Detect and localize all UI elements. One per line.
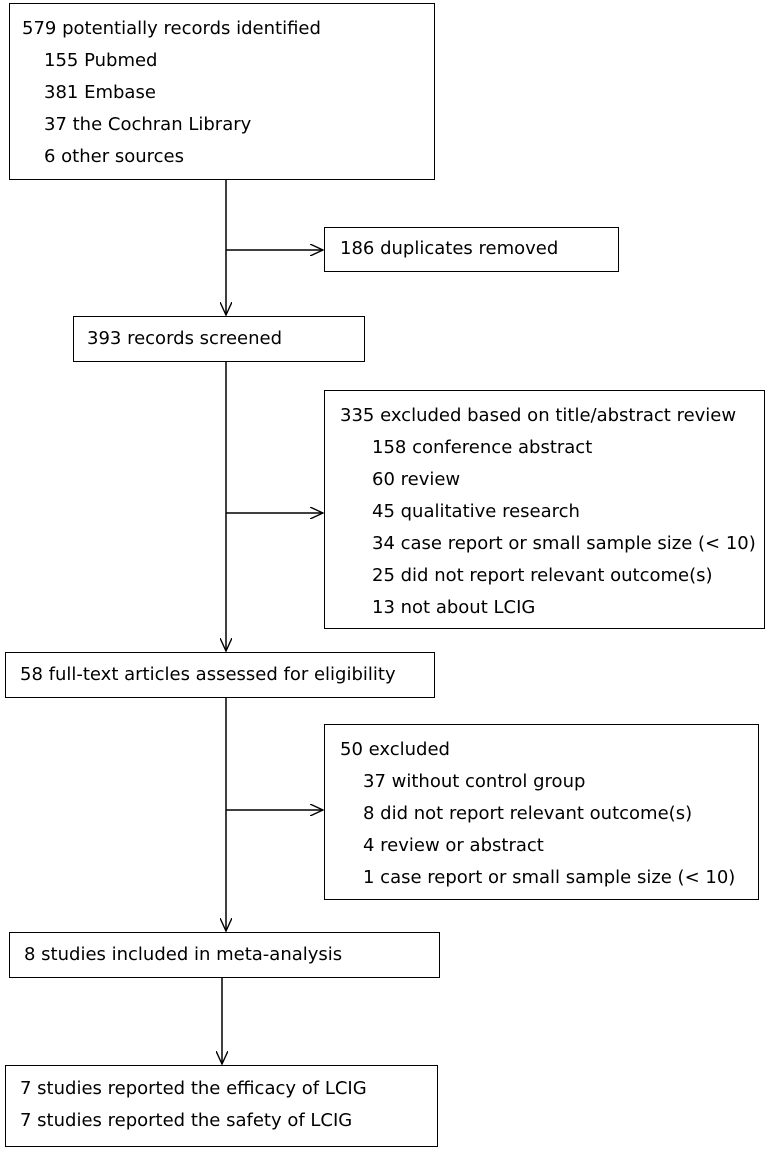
excluded-fulltext-header: 50 excluded: [340, 739, 450, 760]
reported-item: 7 studies reported the safety of LCIG: [20, 1110, 353, 1131]
exclusion-reason: 8 did not report relevant outcome(s): [363, 803, 693, 824]
exclusion-reason: 158 conference abstract: [372, 437, 593, 458]
exclusion-reason: 37 without control group: [363, 771, 586, 792]
screened-text: 393 records screened: [87, 328, 283, 349]
exclusion-reason: 25 did not report relevant outcome(s): [372, 565, 713, 586]
excluded-fulltext-box: 50 excluded 37 without control group 8 d…: [324, 724, 759, 900]
exclusion-reason: 45 qualitative research: [372, 501, 580, 522]
exclusion-reason: 34 case report or small sample size (< 1…: [372, 533, 756, 554]
identification-header: 579 potentially records identified: [22, 18, 321, 39]
eligibility-box: 58 full-text articles assessed for eligi…: [5, 652, 435, 698]
excluded-screening-box: 335 excluded based on title/abstract rev…: [324, 390, 765, 629]
exclusion-reason: 4 review or abstract: [363, 835, 544, 856]
included-box: 8 studies included in meta-analysis: [9, 932, 440, 978]
duplicates-box: 186 duplicates removed: [324, 227, 619, 272]
source-item: 6 other sources: [44, 146, 185, 167]
identification-box: 579 potentially records identified 155 P…: [9, 3, 435, 180]
exclusion-reason: 60 review: [372, 469, 461, 490]
eligibility-text: 58 full-text articles assessed for eligi…: [20, 664, 396, 685]
excluded-screening-header: 335 excluded based on title/abstract rev…: [340, 405, 737, 426]
exclusion-reason: 13 not about LCIG: [372, 597, 536, 618]
reported-item: 7 studies reported the efficacy of LCIG: [20, 1078, 367, 1099]
source-item: 37 the Cochran Library: [44, 114, 252, 135]
source-item: 155 Pubmed: [44, 50, 158, 71]
source-item: 381 Embase: [44, 82, 156, 103]
reported-box: 7 studies reported the efficacy of LCIG …: [5, 1065, 438, 1147]
exclusion-reason: 1 case report or small sample size (< 10…: [363, 867, 736, 888]
screened-box: 393 records screened: [73, 316, 365, 362]
included-text: 8 studies included in meta-analysis: [24, 944, 343, 965]
duplicates-text: 186 duplicates removed: [340, 238, 559, 259]
